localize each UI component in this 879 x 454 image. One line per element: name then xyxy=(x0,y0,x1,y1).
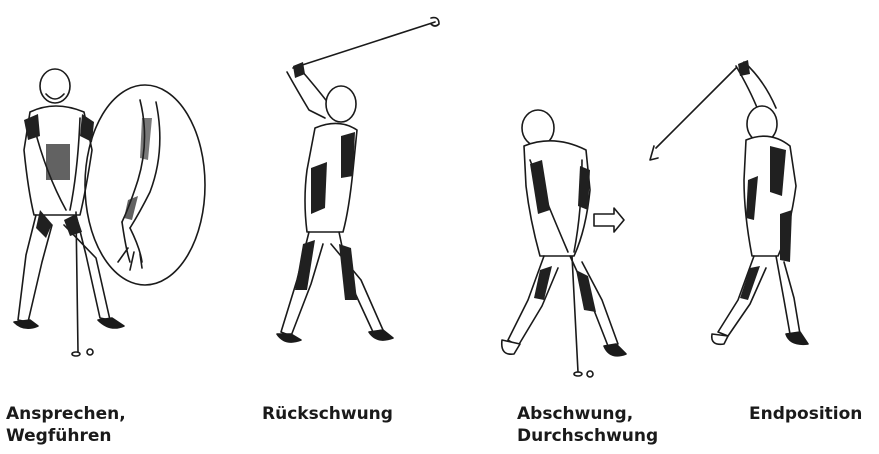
caption-downswing: Abschwung, Durchschwung xyxy=(517,403,658,447)
caption-finish-line-1: Endposition xyxy=(749,403,862,425)
finish-illustration xyxy=(640,0,840,370)
figure-address xyxy=(0,0,215,370)
caption-downswing-line-2: Durchschwung xyxy=(517,425,658,447)
caption-finish: Endposition xyxy=(749,403,862,425)
backswing-illustration xyxy=(245,0,450,370)
caption-backswing: Rückschwung xyxy=(262,403,393,425)
caption-backswing-line-1: Rückschwung xyxy=(262,403,393,425)
figure-backswing xyxy=(245,0,450,370)
figure-downswing xyxy=(490,0,650,390)
downswing-illustration xyxy=(490,0,650,390)
caption-address: Ansprechen, Wegführen xyxy=(6,403,126,447)
caption-address-line-2: Wegführen xyxy=(6,425,126,447)
address-illustration xyxy=(0,0,215,370)
figure-finish xyxy=(640,0,840,370)
caption-address-line-1: Ansprechen, xyxy=(6,403,126,425)
caption-downswing-line-1: Abschwung, xyxy=(517,403,658,425)
